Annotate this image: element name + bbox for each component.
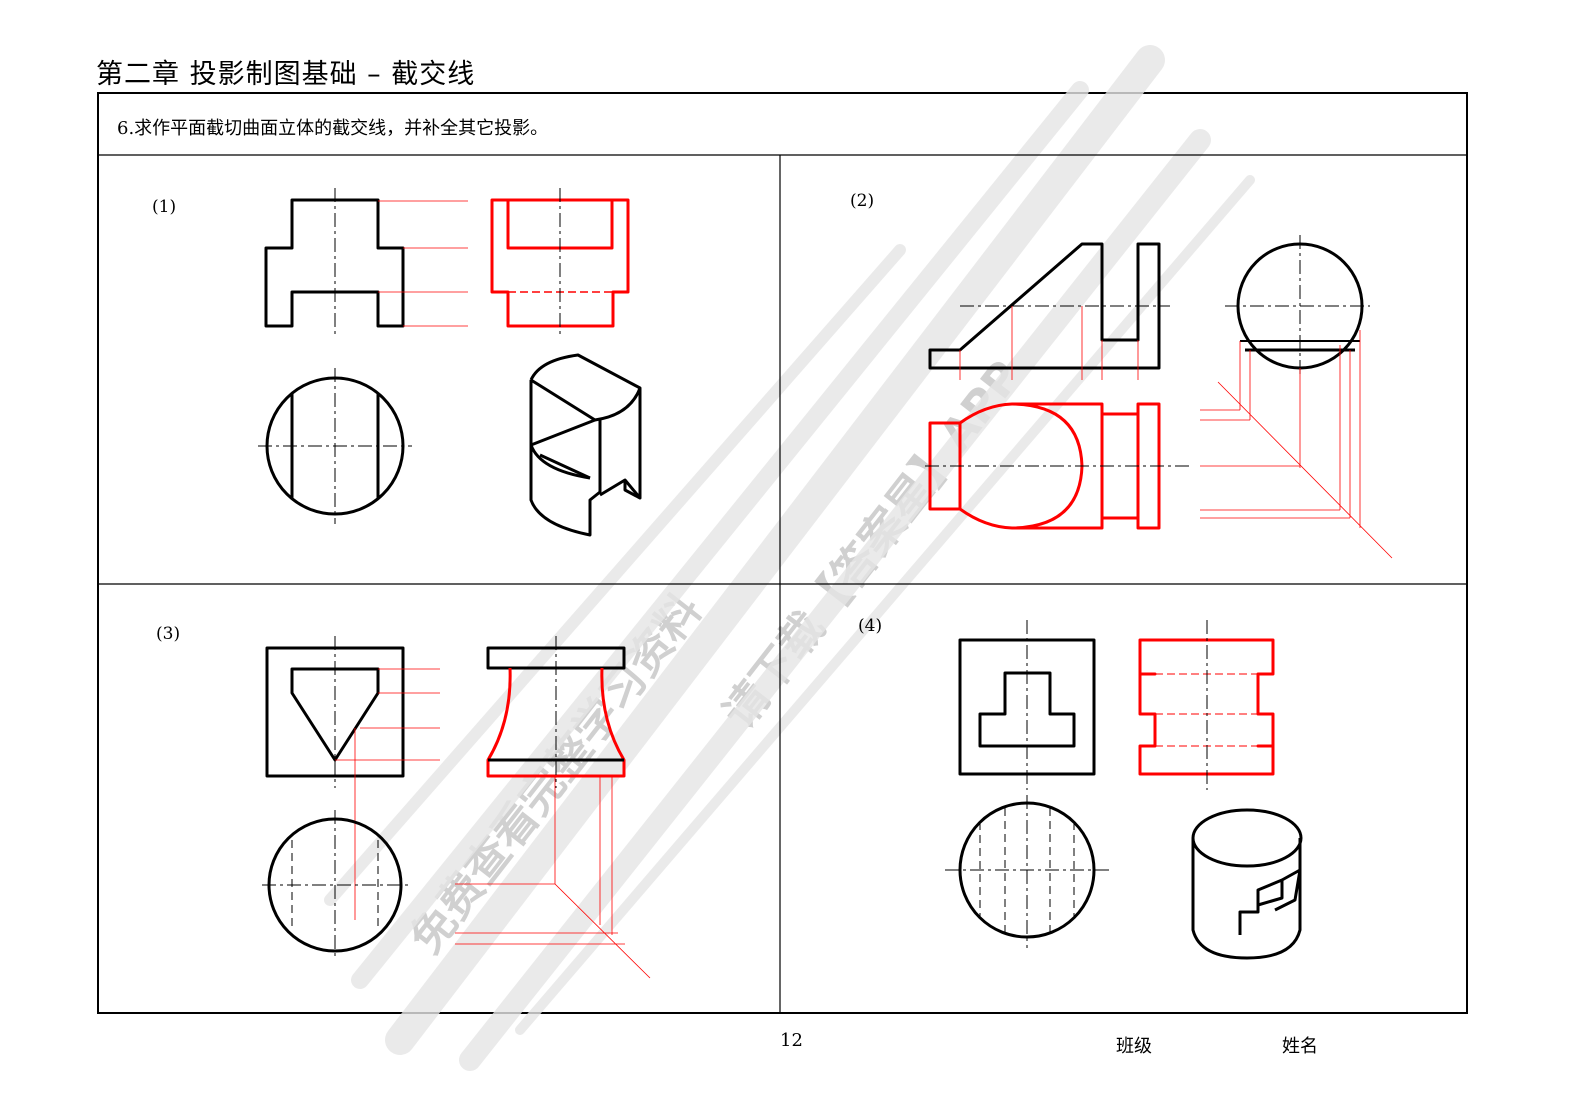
- panel-3-label: (3): [156, 624, 181, 644]
- exercise-frame: [97, 92, 1468, 1014]
- panel-1-label: (1): [152, 197, 177, 217]
- p4-isometric: [1191, 808, 1303, 960]
- panel-4-label: (4): [858, 616, 883, 636]
- p1-side-view: [490, 198, 630, 328]
- panel-3-drawing: [262, 636, 651, 979]
- page-number: 12: [780, 1030, 803, 1051]
- watermark-brush: [324, 45, 1255, 1071]
- panel-2-drawing: [925, 235, 1393, 559]
- panel-4-drawing: [945, 620, 1303, 960]
- chapter-title: 第二章 投影制图基础 – 截交线: [96, 59, 476, 90]
- question-text: 6.求作平面截切曲面立体的截交线，并补全其它投影。: [117, 118, 549, 139]
- name-label: 姓名: [1282, 1036, 1318, 1057]
- panel-2-label: (2): [850, 191, 875, 211]
- p1-isometric: [529, 353, 642, 537]
- class-label: 班级: [1116, 1036, 1152, 1057]
- panel-1-drawing: [258, 188, 642, 537]
